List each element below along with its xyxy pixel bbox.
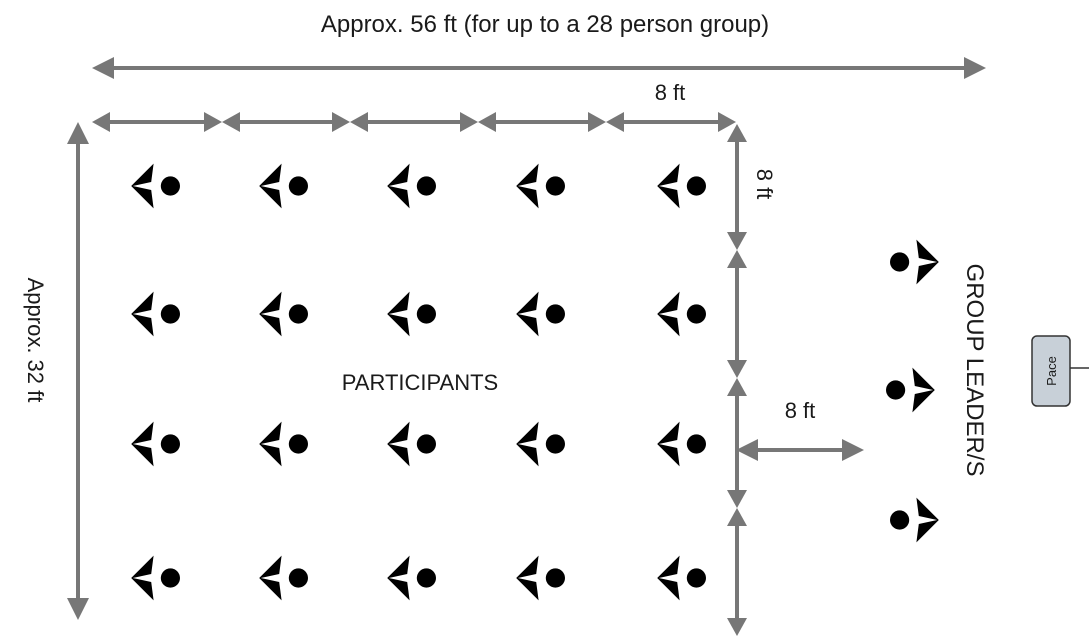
row-spacing-arrow xyxy=(727,508,747,636)
participant-person-icon xyxy=(259,421,308,467)
participant-person-icon xyxy=(387,163,436,209)
row-spacing-arrow xyxy=(727,378,747,508)
total-depth-arrow xyxy=(67,122,89,620)
column-spacing-arrow xyxy=(350,112,478,132)
participant-person-icon xyxy=(657,163,706,209)
row-spacing-arrow xyxy=(727,124,747,250)
participant-person-icon xyxy=(387,291,436,337)
column-spacing-arrow xyxy=(606,112,736,132)
group-leaders-label: GROUP LEADER/S xyxy=(961,264,988,477)
participant-person-icon xyxy=(657,291,706,337)
row-spacing-arrow xyxy=(727,250,747,378)
column-spacing-arrow xyxy=(92,112,222,132)
group-leaders xyxy=(886,239,939,543)
row-spacing-label: 8 ft xyxy=(752,169,777,200)
leader-distance-arrow xyxy=(736,439,864,461)
column-spacing-label: 8 ft xyxy=(655,80,686,105)
total-width-arrow xyxy=(92,57,986,79)
participant-person-icon xyxy=(657,555,706,601)
participant-person-icon xyxy=(259,163,308,209)
total-depth-label: Approx. 32 ft xyxy=(23,278,48,403)
leader-person-icon xyxy=(890,497,939,543)
pace-device-icon: Pace xyxy=(1031,335,1089,407)
column-spacing-arrows xyxy=(92,112,736,132)
column-spacing-arrow xyxy=(478,112,606,132)
participant-person-icon xyxy=(387,421,436,467)
participant-person-icon xyxy=(259,291,308,337)
participant-person-icon xyxy=(131,555,180,601)
participant-person-icon xyxy=(516,555,565,601)
participant-person-icon xyxy=(259,555,308,601)
participant-person-icon xyxy=(131,291,180,337)
leader-distance-label: 8 ft xyxy=(785,398,816,423)
participant-person-icon xyxy=(516,421,565,467)
participant-person-icon xyxy=(516,163,565,209)
row-spacing-arrows xyxy=(727,124,747,636)
participant-person-icon xyxy=(131,163,180,209)
total-width-label: Approx. 56 ft (for up to a 28 person gro… xyxy=(321,11,769,38)
participant-person-icon xyxy=(131,421,180,467)
column-spacing-arrow xyxy=(222,112,350,132)
leader-person-icon xyxy=(886,367,935,413)
pace-label: Pace xyxy=(1044,356,1059,386)
participant-person-icon xyxy=(516,291,565,337)
leader-person-icon xyxy=(890,239,939,285)
participants-label: PARTICIPANTS xyxy=(342,370,498,395)
participant-person-icon xyxy=(387,555,436,601)
participant-person-icon xyxy=(657,421,706,467)
